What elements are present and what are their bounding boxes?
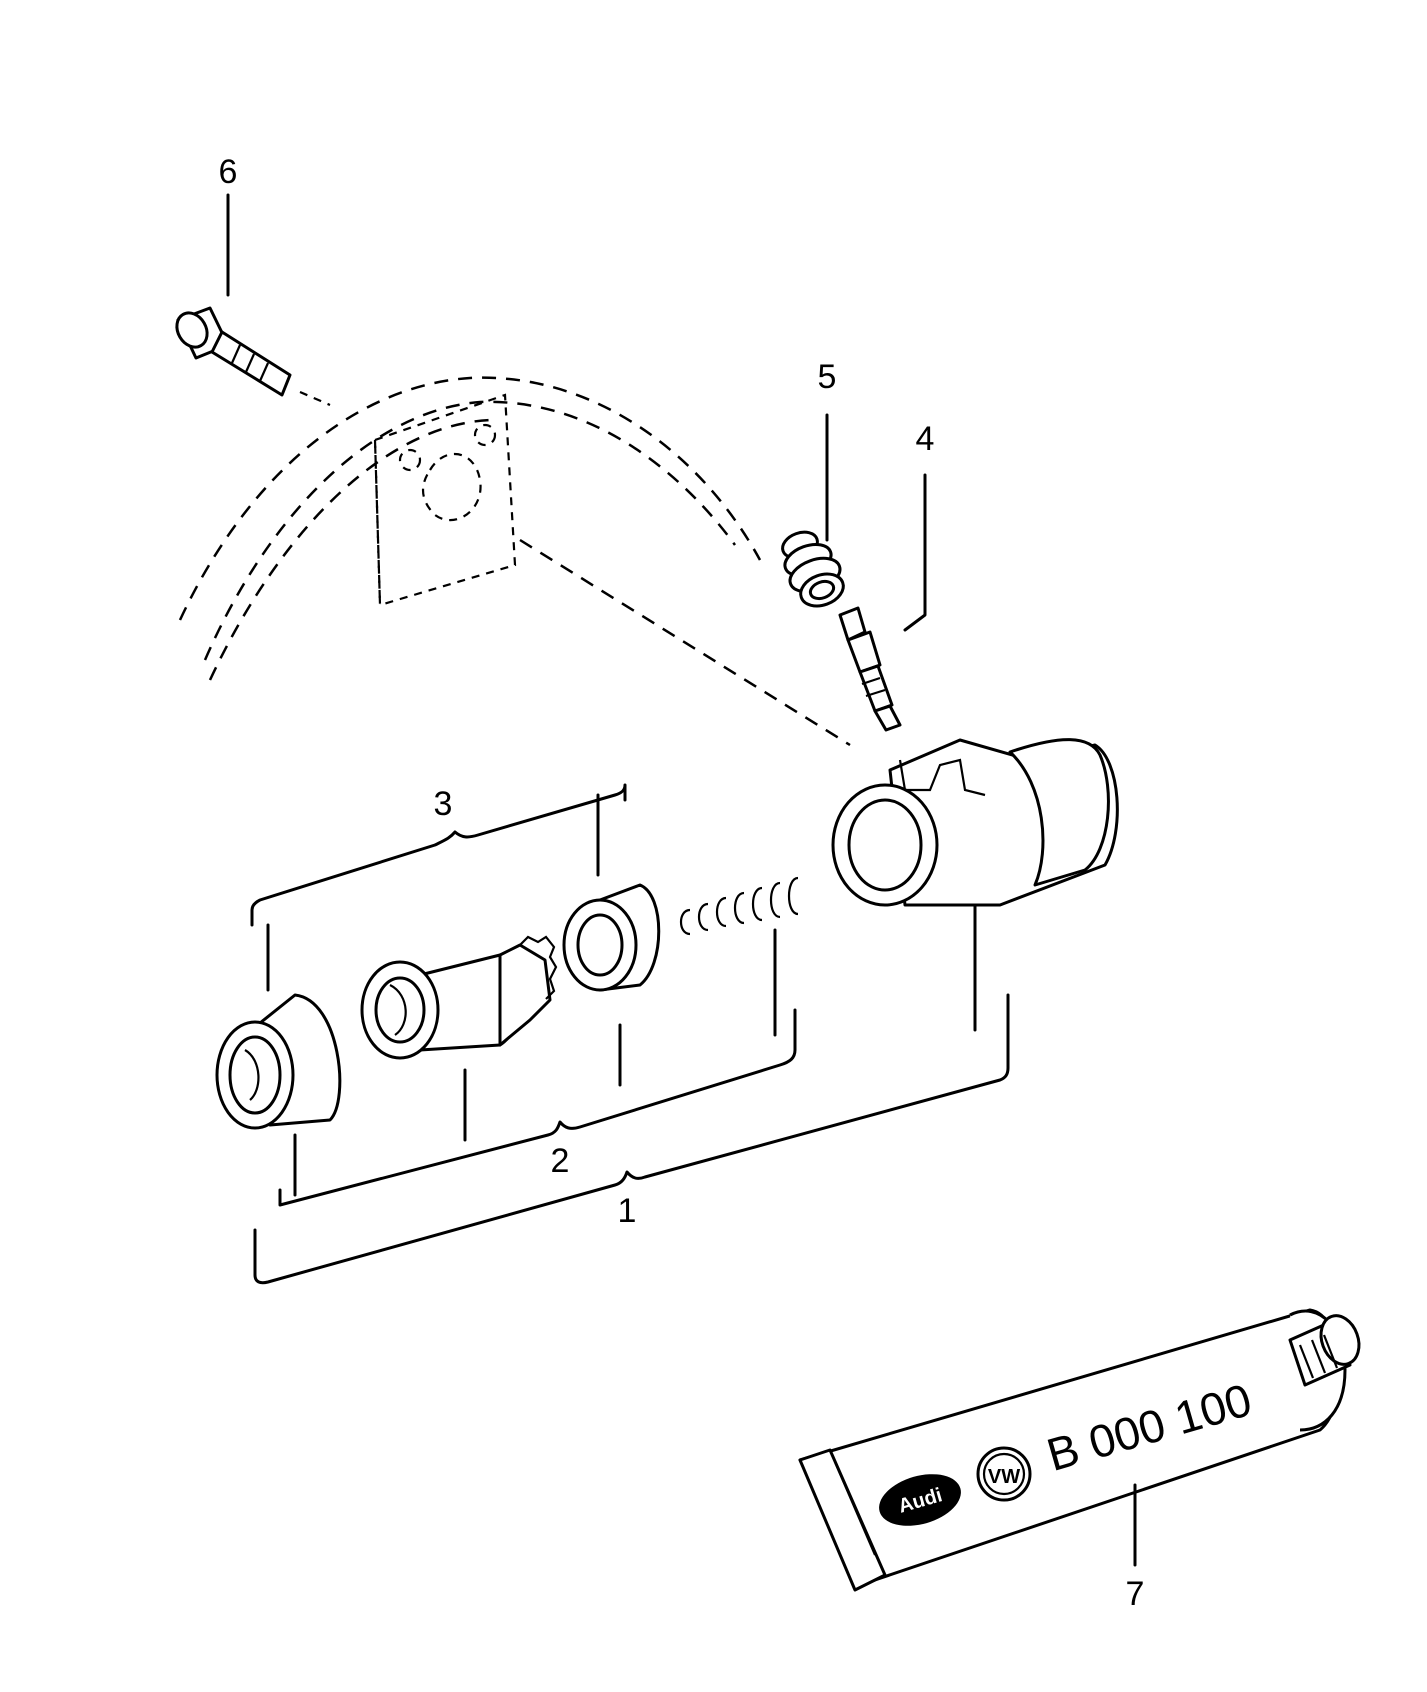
dust-cap-part-5 [781,530,845,608]
bracket-1 [253,993,1010,1285]
grease-tube-part-7: Audi VW B 000 100 [798,1308,1361,1592]
leader-line-4 [903,473,927,632]
callout-6: 6 [219,153,238,191]
backing-plate-outline [178,376,851,747]
audi-badge [879,1474,961,1526]
callout-1: 1 [618,1192,637,1230]
callout-4: 4 [916,420,935,458]
cylinder-housing [831,738,1119,907]
cup-seal [562,883,661,992]
callout-7: 7 [1126,1575,1145,1613]
rubber-boot [215,993,342,1130]
bracket-2 [278,1008,797,1207]
bolt-part-6 [175,306,331,407]
bleeder-valve-part-4 [838,606,902,732]
spring [679,876,799,936]
piston [360,935,558,1060]
callout-3: 3 [434,785,453,823]
callout-5: 5 [818,358,837,396]
bracket-3 [250,783,627,927]
vw-logo-icon [976,1446,1032,1502]
tube-brand-right: VW [988,1466,1020,1488]
callout-2: 2 [551,1142,570,1180]
